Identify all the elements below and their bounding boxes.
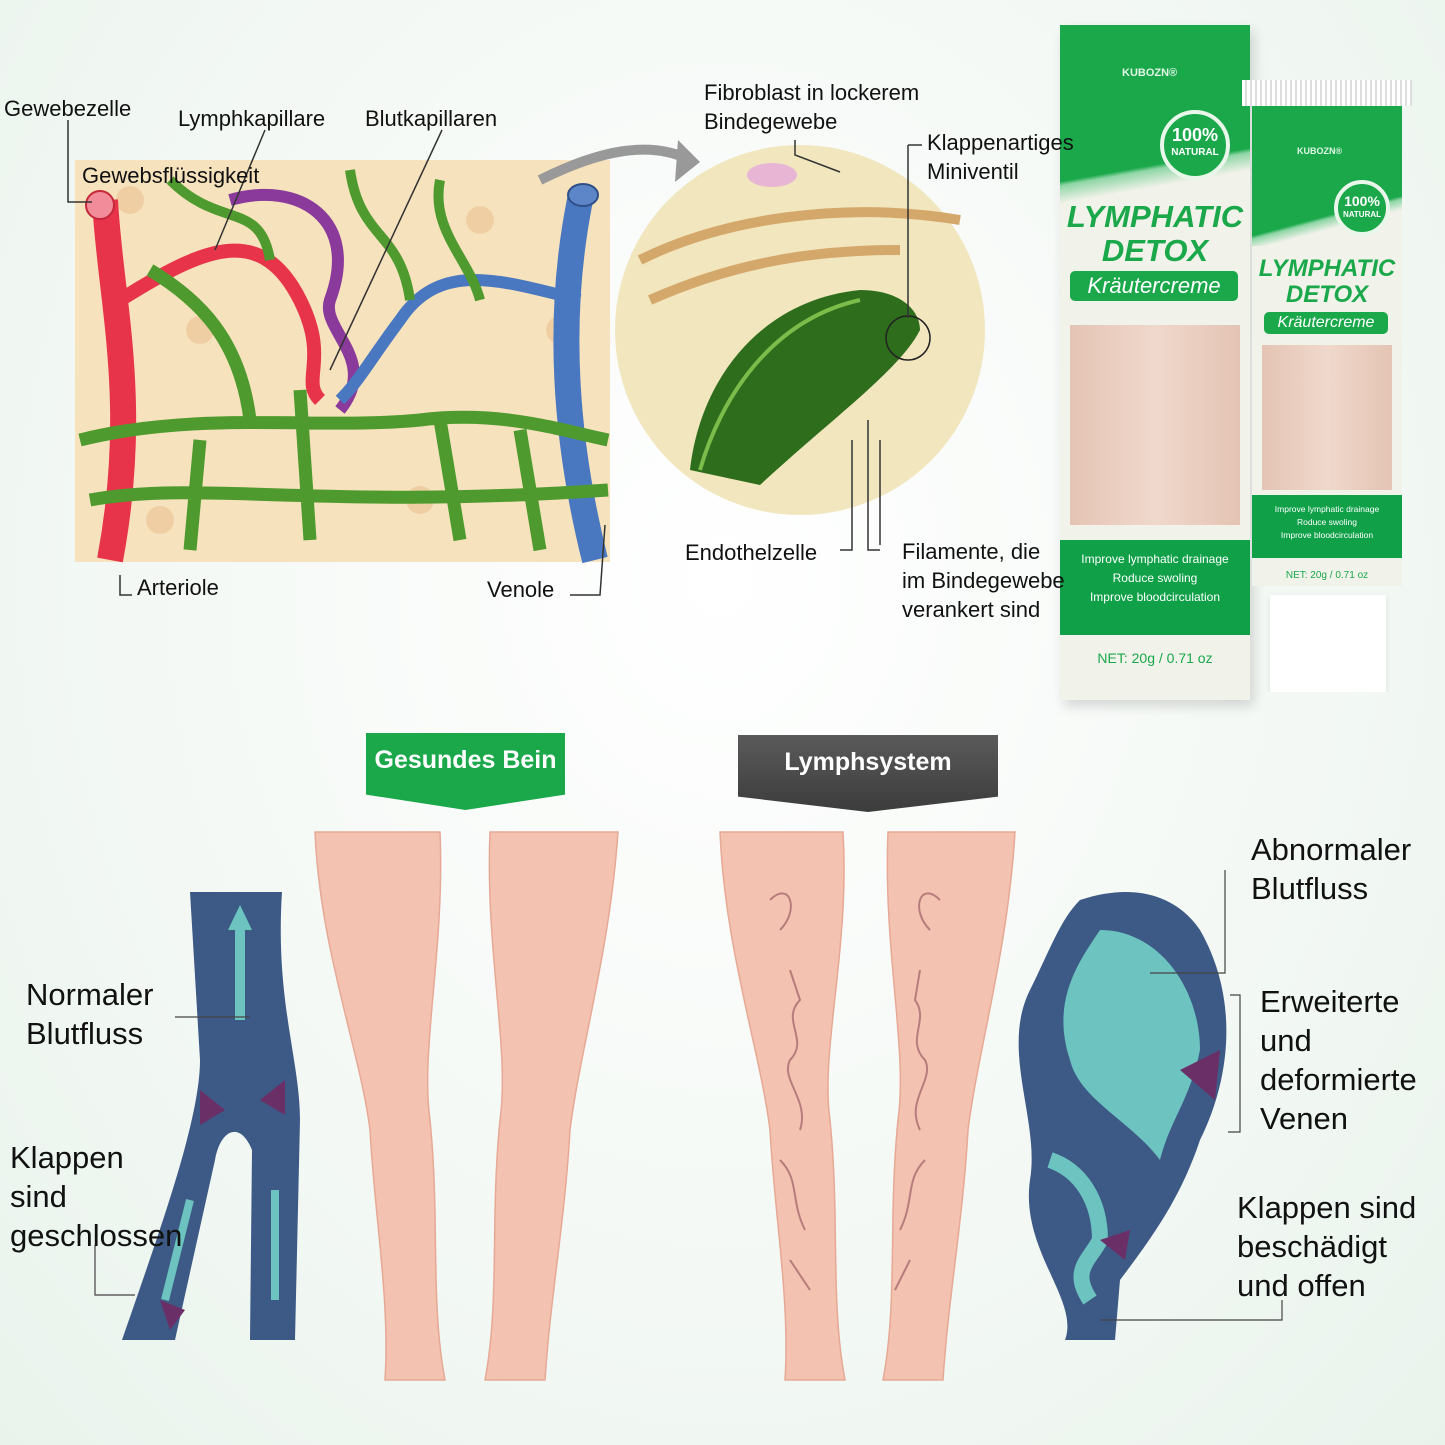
label-gewebsfluessigkeit: Gewebsflüssigkeit xyxy=(82,163,260,188)
tube-net-weight: NET: 20g / 0.71 oz xyxy=(1285,570,1369,581)
label-miniventil: Klappenartiges Miniventil xyxy=(927,130,1074,184)
damaged-vein xyxy=(1018,870,1283,1340)
label-lymphkapillare: Lymphkapillare xyxy=(178,106,326,131)
healthy-vein xyxy=(94,892,300,1340)
label-gewebezelle: Gewebezelle xyxy=(4,96,132,121)
brand-logo: KUBOZN® xyxy=(1122,67,1178,79)
label-endothelzelle: Endothelzelle xyxy=(685,540,818,565)
magnified-lymph-vessel xyxy=(615,140,985,551)
tube-cap xyxy=(1270,595,1386,692)
label-arteriole: Arteriole xyxy=(137,575,219,600)
label-filamente: Filamente, die im Bindegewebe verankert … xyxy=(902,539,1065,622)
banner-healthy-leg: Gesundes Bein xyxy=(366,733,565,810)
label-venole: Venole xyxy=(487,577,555,602)
label-fibroblast: Fibroblast in lockerem Bindegewebe xyxy=(704,80,920,134)
natural-seal: 100%NATURAL xyxy=(1160,110,1230,180)
varicose-legs xyxy=(719,831,1016,1381)
tube-natural-seal: 100%NATURAL xyxy=(1334,180,1390,236)
banner-lymph-system: Lymphsystem xyxy=(738,735,998,812)
product-legs-image xyxy=(1070,325,1240,525)
label-blutkapillaren: Blutkapillaren xyxy=(365,106,498,131)
healthy-legs xyxy=(314,831,619,1381)
product-subtitle: Kräutercreme xyxy=(1070,271,1238,301)
capillary-diagram xyxy=(67,120,700,596)
tube-subtitle: Kräutercreme xyxy=(1264,312,1388,334)
net-weight: NET: 20g / 0.71 oz xyxy=(1097,650,1213,666)
tube-brand-logo: KUBOZN® xyxy=(1297,146,1343,156)
